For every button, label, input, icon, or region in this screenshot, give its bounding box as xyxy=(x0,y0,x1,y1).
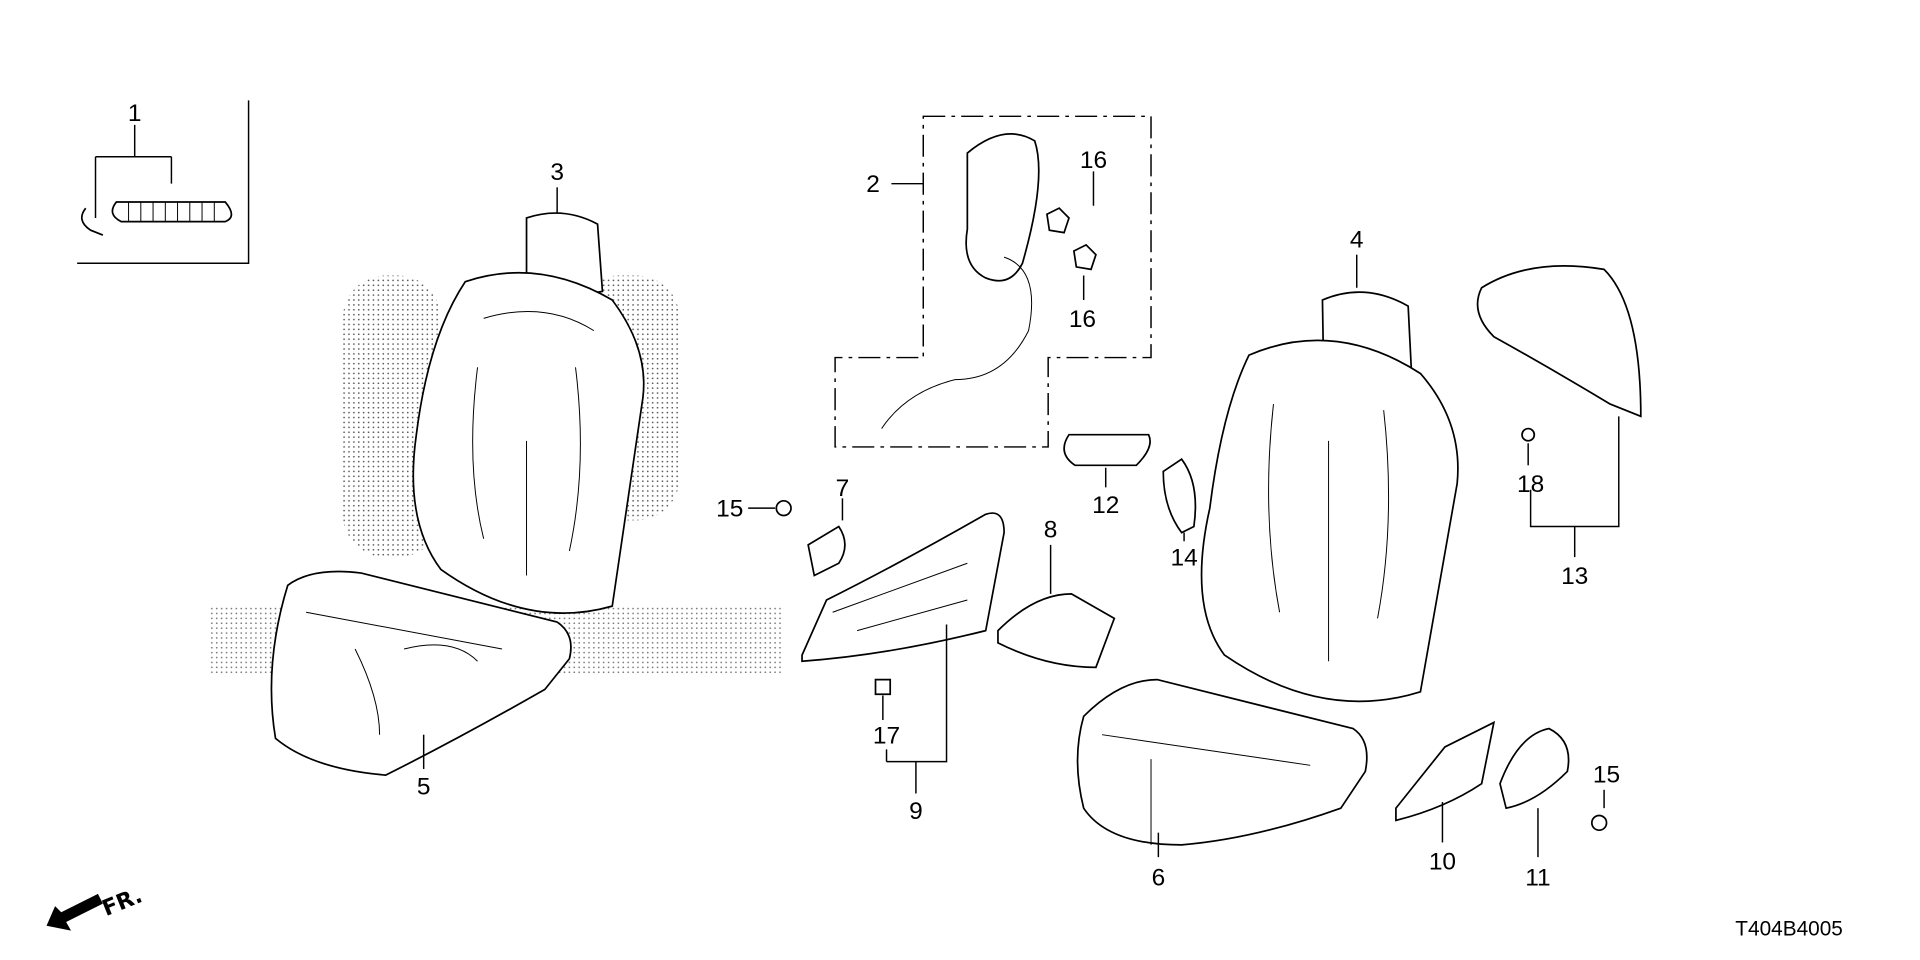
part-11-cover xyxy=(1499,727,1570,858)
callout-2: 2 xyxy=(866,171,880,198)
part-13-back-panel xyxy=(1476,265,1642,558)
front-marker-label: FR. xyxy=(99,883,146,921)
callout-10: 10 xyxy=(1429,848,1456,875)
part-8-bracket xyxy=(997,544,1116,669)
callout-9: 9 xyxy=(909,798,923,825)
part-6-seat-cushion xyxy=(1076,678,1368,858)
callout-16-top: 16 xyxy=(1080,147,1107,174)
callout-14: 14 xyxy=(1170,545,1197,572)
callout-3: 3 xyxy=(550,159,564,186)
part-2-airbag-assembly xyxy=(834,115,1152,448)
callout-4: 4 xyxy=(1350,226,1364,253)
callout-15-left: 15 xyxy=(716,496,743,523)
callout-1: 1 xyxy=(128,100,142,127)
callout-11: 11 xyxy=(1525,864,1550,891)
callout-13: 13 xyxy=(1561,563,1588,590)
part-16-nuts-leaders xyxy=(1082,171,1095,300)
callout-7: 7 xyxy=(836,475,850,502)
callout-8: 8 xyxy=(1044,517,1058,544)
part-10-bracket xyxy=(1395,720,1496,843)
callout-17: 17 xyxy=(873,722,900,749)
callout-5: 5 xyxy=(417,774,431,801)
part-15-screw-left xyxy=(748,499,792,517)
part-17-clip xyxy=(874,678,892,720)
callout-12: 12 xyxy=(1092,492,1119,519)
callout-6: 6 xyxy=(1152,864,1166,891)
part-12-handle-bezel xyxy=(1063,433,1151,488)
front-direction-arrow: FR. xyxy=(46,883,146,931)
part-14-bezel xyxy=(1162,458,1197,542)
diagram-code: T404B4005 xyxy=(1735,918,1843,941)
part-18-nut xyxy=(1521,427,1536,466)
callout-15-right: 15 xyxy=(1593,761,1620,788)
callout-16-bottom: 16 xyxy=(1069,306,1096,333)
part-9-side-cover xyxy=(801,512,1005,794)
part-4-seat-back xyxy=(1200,254,1459,703)
callout-18: 18 xyxy=(1517,471,1544,498)
part-5-seat-cushion-cover xyxy=(270,570,572,776)
part-1-clips xyxy=(77,100,250,264)
part-3-seat-back-cover xyxy=(412,187,645,614)
part-15-screw-right xyxy=(1590,789,1608,832)
part-7-cover xyxy=(807,498,846,577)
